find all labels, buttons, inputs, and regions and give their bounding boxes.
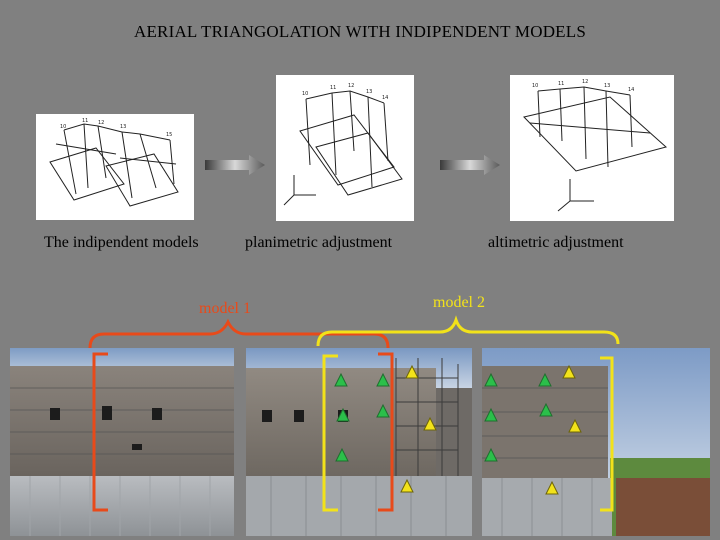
- brace-icon: [316, 315, 620, 347]
- svg-text:10: 10: [302, 91, 308, 97]
- svg-text:12: 12: [582, 79, 588, 85]
- svg-text:15: 15: [166, 132, 172, 138]
- svg-text:10: 10: [60, 124, 66, 130]
- caption-altimetric-adjustment: altimetric adjustment: [488, 234, 624, 251]
- photo-3-image: [482, 348, 710, 536]
- brace-icon: [88, 318, 390, 349]
- svg-text:14: 14: [382, 95, 388, 101]
- model-2-label: model 2: [433, 294, 485, 311]
- svg-text:10: 10: [532, 83, 538, 89]
- diagram-altimetric-adjustment: 10 11 12 13 14: [510, 75, 674, 221]
- building-photo-3: [482, 348, 710, 536]
- building-photo-2: [246, 348, 472, 536]
- caption-independent-models: The indipendent models: [44, 234, 199, 251]
- svg-text:13: 13: [366, 89, 372, 95]
- svg-text:11: 11: [82, 118, 88, 124]
- diagram-independent-drawing: 10 11 12 13 15: [49, 118, 179, 207]
- svg-text:11: 11: [558, 81, 564, 87]
- svg-text:12: 12: [98, 120, 104, 126]
- photo-2-image: [246, 348, 472, 536]
- photo-1-image: [10, 348, 234, 536]
- diagram-planimetric-drawing: 11 12 13 10 14: [283, 83, 403, 206]
- svg-text:13: 13: [120, 124, 126, 130]
- svg-text:11: 11: [330, 85, 336, 91]
- svg-text:12: 12: [348, 83, 354, 89]
- building-photo-1: [10, 348, 234, 536]
- svg-text:14: 14: [628, 87, 634, 93]
- diagram-altimetric-drawing: 10 11 12 13 14: [523, 79, 668, 212]
- arrow-right-icon: [440, 155, 500, 175]
- diagram-independent-models: 10 11 12 13 15: [36, 114, 194, 220]
- model-1-label: model 1: [199, 300, 251, 317]
- diagram-planimetric-adjustment: 11 12 13 10 14: [276, 75, 414, 221]
- svg-text:13: 13: [604, 83, 610, 89]
- caption-planimetric-adjustment: planimetric adjustment: [245, 234, 393, 251]
- page-title: AERIAL TRIANGOLATION WITH INDIPENDENT MO…: [133, 22, 586, 41]
- arrow-right-icon: [205, 155, 265, 175]
